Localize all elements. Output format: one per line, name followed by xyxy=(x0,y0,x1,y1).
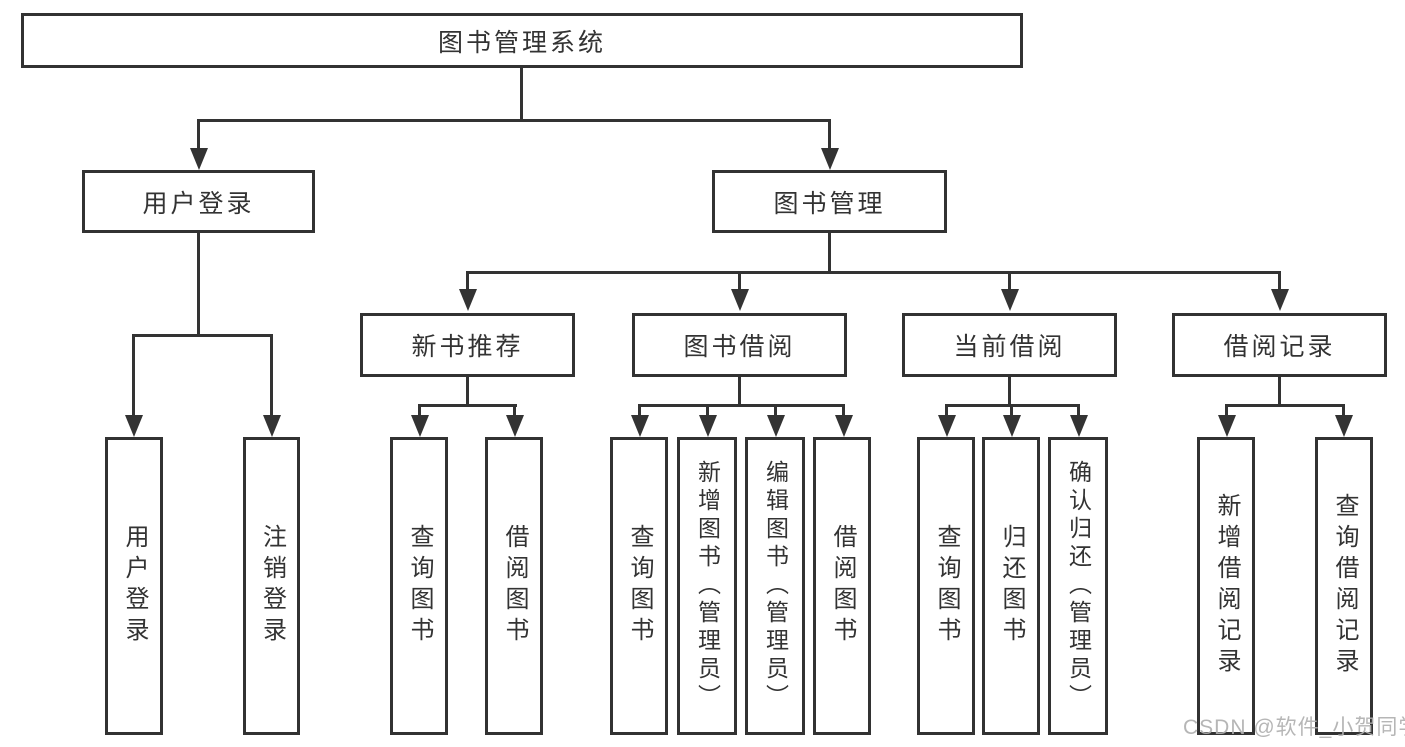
node-label: 新增借阅记录 xyxy=(1213,493,1240,679)
node-label: 借阅图书 xyxy=(829,524,856,648)
connector-book-mgmt-vline xyxy=(828,233,831,272)
node-label: 图书借阅 xyxy=(683,333,796,361)
arrow-to-add-books xyxy=(706,404,709,415)
node-query-books-1: 查询图书 xyxy=(390,437,448,735)
node-label: 查询图书 xyxy=(933,524,960,648)
arrow-to-logout xyxy=(270,334,273,415)
node-label: 用户登录 xyxy=(142,189,255,218)
arrow-to-return-books xyxy=(1010,404,1013,415)
node-query-books-2: 查询图书 xyxy=(610,437,668,735)
connector-level3-hline xyxy=(466,271,1281,274)
node-confirm-return-admin: 确认归还（管理员） xyxy=(1048,437,1108,735)
arrow-to-query-books-1 xyxy=(418,404,421,415)
node-label: 图书管理系统 xyxy=(437,28,606,57)
node-borrowing-records: 借阅记录 xyxy=(1172,313,1387,377)
arrow-to-user-login-module xyxy=(197,119,200,148)
node-label: 当前借阅 xyxy=(953,333,1066,361)
connector-newbook-vline xyxy=(466,377,469,405)
arrow-to-book-borrowing xyxy=(738,271,741,289)
node-label: 编辑图书（管理员） xyxy=(762,460,789,712)
connector-user-login-vline xyxy=(197,233,200,335)
node-label: 归还图书 xyxy=(998,524,1025,648)
node-label: 借阅图书 xyxy=(501,524,528,648)
connector-current-vline xyxy=(1008,377,1011,405)
node-query-borrow-record: 查询借阅记录 xyxy=(1315,437,1373,735)
connector-borrowing-hline xyxy=(638,404,845,407)
arrow-to-add-record xyxy=(1225,404,1228,415)
node-label: 新书推荐 xyxy=(411,333,524,361)
node-library-management-system: 图书管理系统 xyxy=(21,13,1023,68)
csdn-watermark: CSDN @软件_小贺同学 xyxy=(1183,716,1405,739)
node-label: 查询图书 xyxy=(626,524,653,648)
connector-records-vline xyxy=(1278,377,1281,405)
node-query-books-3: 查询图书 xyxy=(917,437,975,735)
arrow-to-borrowing-records xyxy=(1278,271,1281,289)
connector-borrowing-vline xyxy=(738,377,741,405)
node-new-book-recommend: 新书推荐 xyxy=(360,313,575,377)
connector-level2-hline xyxy=(197,119,831,122)
node-user-login-module: 用户登录 xyxy=(82,170,315,233)
arrow-to-user-login xyxy=(132,334,135,415)
arrow-to-new-book-recommend xyxy=(466,271,469,289)
node-label: 图书管理 xyxy=(773,189,886,218)
arrow-to-book-management xyxy=(828,119,831,148)
node-borrow-books-1: 借阅图书 xyxy=(485,437,543,735)
arrow-to-query-books-2 xyxy=(638,404,641,415)
node-logout: 注销登录 xyxy=(243,437,300,735)
node-borrow-books-2: 借阅图书 xyxy=(813,437,871,735)
node-label: 新增图书（管理员） xyxy=(694,460,721,712)
connector-records-hline xyxy=(1225,404,1345,407)
arrow-to-query-record xyxy=(1342,404,1345,415)
arrow-to-edit-books xyxy=(774,404,777,415)
node-return-books: 归还图书 xyxy=(982,437,1040,735)
arrow-to-current-borrowing xyxy=(1008,271,1011,289)
node-label: 用户登录 xyxy=(121,524,148,648)
connector-root-vline xyxy=(520,68,523,120)
node-current-borrowing: 当前借阅 xyxy=(902,313,1117,377)
node-label: 借阅记录 xyxy=(1223,333,1336,361)
connector-user-login-hline xyxy=(132,334,273,337)
arrow-to-borrow-books-1 xyxy=(513,404,516,415)
arrow-to-query-books-3 xyxy=(945,404,948,415)
node-label: 确认归还（管理员） xyxy=(1065,460,1092,712)
node-book-borrowing: 图书借阅 xyxy=(632,313,847,377)
node-user-login: 用户登录 xyxy=(105,437,163,735)
arrow-to-borrow-books-2 xyxy=(842,404,845,415)
node-add-borrow-record: 新增借阅记录 xyxy=(1197,437,1255,735)
node-label: 查询借阅记录 xyxy=(1331,493,1358,679)
node-label: 注销登录 xyxy=(258,524,286,648)
node-edit-books-admin: 编辑图书（管理员） xyxy=(745,437,805,735)
arrow-to-confirm-return xyxy=(1077,404,1080,415)
connector-newbook-hline xyxy=(418,404,517,407)
node-add-books-admin: 新增图书（管理员） xyxy=(677,437,737,735)
node-book-management: 图书管理 xyxy=(712,170,947,233)
node-label: 查询图书 xyxy=(406,524,433,648)
